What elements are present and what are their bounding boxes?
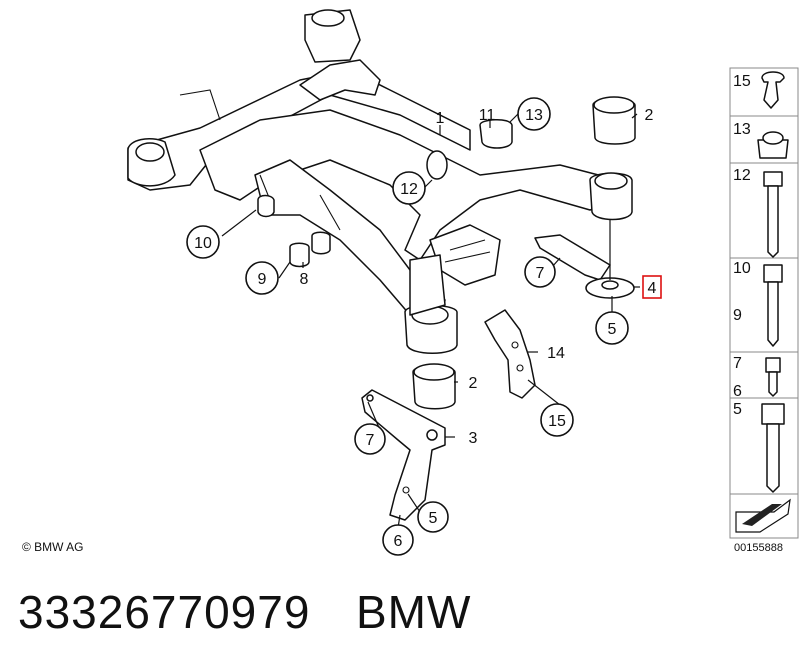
legend-12: 12 (733, 167, 751, 184)
legend-9: 9 (733, 307, 742, 324)
legend-6: 6 (733, 383, 742, 400)
callout-9: 9 (258, 271, 267, 288)
legend-10: 10 (733, 260, 751, 277)
callouts: 1 11 13 2 12 10 9 8 7 4 5 14 2 15 (186, 97, 662, 556)
callout-14: 14 (547, 345, 565, 362)
copyright-notice: © BMW AG (22, 540, 84, 554)
callout-4-highlight (642, 275, 662, 299)
callout-7-left: 7 (366, 432, 375, 449)
flange-bolt-icon (761, 403, 785, 425)
legend-13: 13 (733, 121, 751, 138)
callout-13: 13 (525, 107, 543, 124)
callout-8: 8 (300, 271, 309, 288)
part-number: 33326770979 (18, 586, 311, 638)
bolt-icon (763, 264, 783, 283)
fastener-legend: 15 13 12 10 9 7 6 5 (729, 67, 799, 539)
callout-5-lower: 5 (429, 510, 438, 527)
callout-1: 1 (436, 110, 445, 127)
legend-5: 5 (733, 401, 742, 418)
callout-2-top: 2 (645, 107, 654, 124)
callout-15: 15 (548, 413, 566, 430)
legend-7: 7 (733, 355, 742, 372)
legend-15: 15 (733, 73, 751, 90)
callout-12: 12 (400, 181, 418, 198)
long-bolt-icon (763, 171, 783, 187)
callout-4: 4 (648, 280, 657, 297)
push-clip-icon (761, 71, 785, 109)
loose-parts (289, 96, 636, 521)
brand-name: BMW (356, 586, 472, 638)
short-screw-icon (765, 357, 781, 373)
diagram-id: 00155888 (734, 542, 783, 554)
callout-7-right: 7 (536, 265, 545, 282)
leader-lines (221, 113, 640, 529)
callout-11: 11 (479, 107, 496, 124)
callout-10: 10 (194, 235, 212, 252)
callout-5-right: 5 (608, 321, 617, 338)
callout-2-lower: 2 (469, 375, 478, 392)
subframe-drawing (127, 9, 633, 354)
callout-6: 6 (394, 533, 403, 550)
callout-3: 3 (469, 430, 478, 447)
